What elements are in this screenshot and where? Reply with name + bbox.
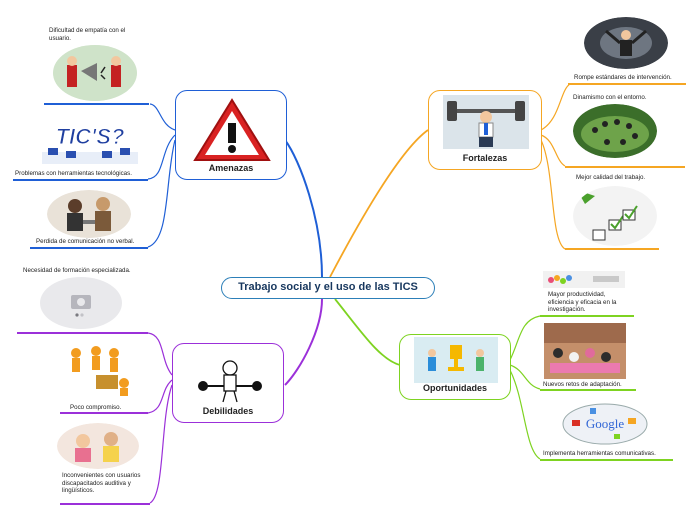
warning-icon <box>193 98 271 161</box>
adaptation-challenges-image <box>544 323 626 379</box>
dynamism-image <box>573 104 657 158</box>
amenazas-leaf-3-text: Perdida de comunicación no verbal. <box>36 238 135 245</box>
oportunidades-leaf-1-text: Mayor productividad, eficiencia y eficac… <box>548 291 617 313</box>
debilidades-leaf-2-underline <box>60 412 148 414</box>
tics-logo-text: TIC'S? <box>56 124 125 149</box>
fortalezas-leaf-2-text: Dinamismo con el entorno. <box>573 94 647 101</box>
debilidades-leaf-1-text: Necesidad de formación especializada. <box>23 267 131 274</box>
connector-debilidades <box>284 298 323 386</box>
empathy-image <box>53 45 137 101</box>
oportunidades-label: Oportunidades <box>422 383 487 393</box>
amenazas-leaf-1-underline <box>44 103 149 105</box>
fortalezas-leaf-3-text: Mejor calidad del trabajo. <box>576 174 646 181</box>
debilidades-leaf-3-text: Inconvenientes con usuarios discapacitad… <box>62 472 141 494</box>
checklist-image <box>573 186 657 246</box>
google-cloud-image: Google <box>560 400 650 446</box>
image-placeholder <box>40 277 122 329</box>
branch-oportunidades[interactable]: Oportunidades <box>399 334 511 400</box>
connector-fortalezas <box>329 129 429 278</box>
breaking-standards-image <box>584 17 668 69</box>
debilidades-label: Debilidades <box>202 406 254 416</box>
nonverbal-communication-image <box>47 190 131 238</box>
amenazas-leaf-2-underline <box>13 179 148 181</box>
amenazas-leaf-1-text: Dificultad de empatía con el usuario. <box>49 27 126 42</box>
branch-amenazas[interactable]: Amenazas <box>175 90 287 180</box>
amenazas-leaf-2-text: Problemas con herramientas tecnológicas. <box>15 170 132 177</box>
fortalezas-leaf-2-underline <box>565 166 685 168</box>
productivity-logo-image <box>543 271 625 288</box>
branch-fortalezas[interactable]: Fortalezas <box>428 90 542 170</box>
connector-amenazas <box>284 139 323 278</box>
disabled-users-image <box>57 423 139 469</box>
barbell-figure-icon <box>198 360 262 403</box>
fortalezas-leaf-3-underline <box>565 248 659 250</box>
trophy-teamwork-icon <box>414 337 498 383</box>
fortalezas-label: Fortalezas <box>462 153 508 163</box>
oportunidades-leaf-3-text: Implementa herramientas comunicativas. <box>543 450 656 457</box>
tics-logo-image: TIC'S? <box>42 118 138 168</box>
central-topic[interactable]: Trabajo social y el uso de las TICS <box>221 277 435 299</box>
debilidades-leaf-1-underline <box>17 332 148 334</box>
oportunidades-leaf-3-underline <box>540 459 673 461</box>
amenazas-leaf-3-underline <box>30 247 148 249</box>
oportunidades-leaf-1-underline <box>540 315 634 317</box>
teamwork-figures-image <box>60 343 140 397</box>
connector-oportunidades <box>334 298 401 366</box>
weightlifter-icon <box>443 95 529 149</box>
debilidades-leaf-3-underline <box>60 503 150 505</box>
oportunidades-leaf-2-underline <box>540 389 636 391</box>
branch-debilidades[interactable]: Debilidades <box>172 343 284 423</box>
google-logo-text: Google <box>586 416 625 431</box>
oportunidades-leaf-2-text: Nuevos retos de adaptación. <box>543 381 622 388</box>
fortalezas-leaf-1-underline <box>568 83 686 85</box>
fortalezas-leaf-1-text: Rompe estándares de intervención. <box>574 74 672 81</box>
amenazas-label: Amenazas <box>208 163 254 173</box>
debilidades-leaf-2-text: Poco compromiso. <box>70 404 122 411</box>
